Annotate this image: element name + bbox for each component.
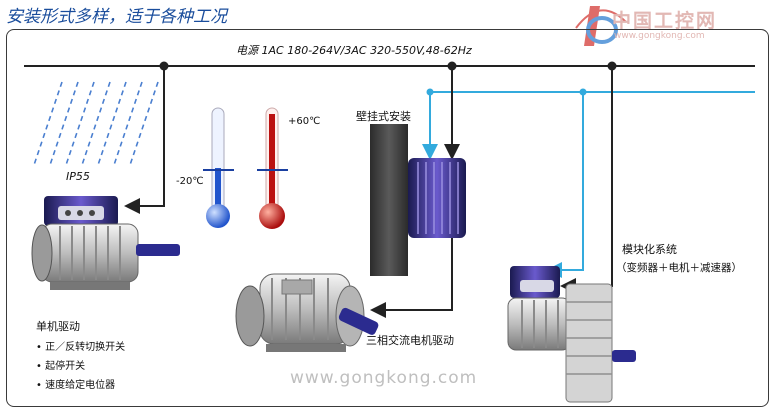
modular-system-icon xyxy=(507,266,636,403)
page-title: 安装形式多样，适于各种工况 xyxy=(6,7,227,27)
power-arrow-single xyxy=(124,66,165,214)
thermometer-hot-icon xyxy=(257,107,288,229)
logo-url: www.gongkong.com xyxy=(614,31,705,41)
single-drive-title: 单机驱动 xyxy=(36,320,80,333)
temp-low-label: -20℃ xyxy=(176,176,204,187)
ip55-label: IP55 xyxy=(66,170,90,183)
thermometer-cold-icon xyxy=(203,107,234,228)
diagram-frame xyxy=(6,29,769,407)
single-drive-item: • 正／反转切换开关 xyxy=(36,342,126,353)
wall-to-motor-line xyxy=(370,236,453,318)
temp-high-label: +60℃ xyxy=(288,116,321,127)
modular-system-title: 模块化系统 xyxy=(622,243,677,256)
wall-mount-label: 壁挂式安装 xyxy=(356,110,411,123)
logo-text: 中国工控网 xyxy=(612,10,718,32)
power-arrow-modular xyxy=(560,66,613,294)
single-drive-item: • 速度给定电位器 xyxy=(36,380,116,391)
single-drive-item: • 起停开关 xyxy=(36,361,86,372)
three-phase-drive-label: 三相交流电机驱动 xyxy=(366,334,454,347)
signal-arrow-modular xyxy=(546,92,584,278)
ip55-motor-icon xyxy=(31,196,180,290)
three-phase-motor-icon xyxy=(235,273,379,352)
modular-system-subtitle: （变频器＋电机＋减速器） xyxy=(616,262,742,274)
power-supply-label: 电源 1AC 180-264V/3AC 320-550V,48-62Hz xyxy=(236,44,472,57)
rain-icon xyxy=(33,81,159,166)
wall-mount-panel-icon xyxy=(370,124,466,276)
watermark-text: www.gongkong.com xyxy=(290,368,478,388)
